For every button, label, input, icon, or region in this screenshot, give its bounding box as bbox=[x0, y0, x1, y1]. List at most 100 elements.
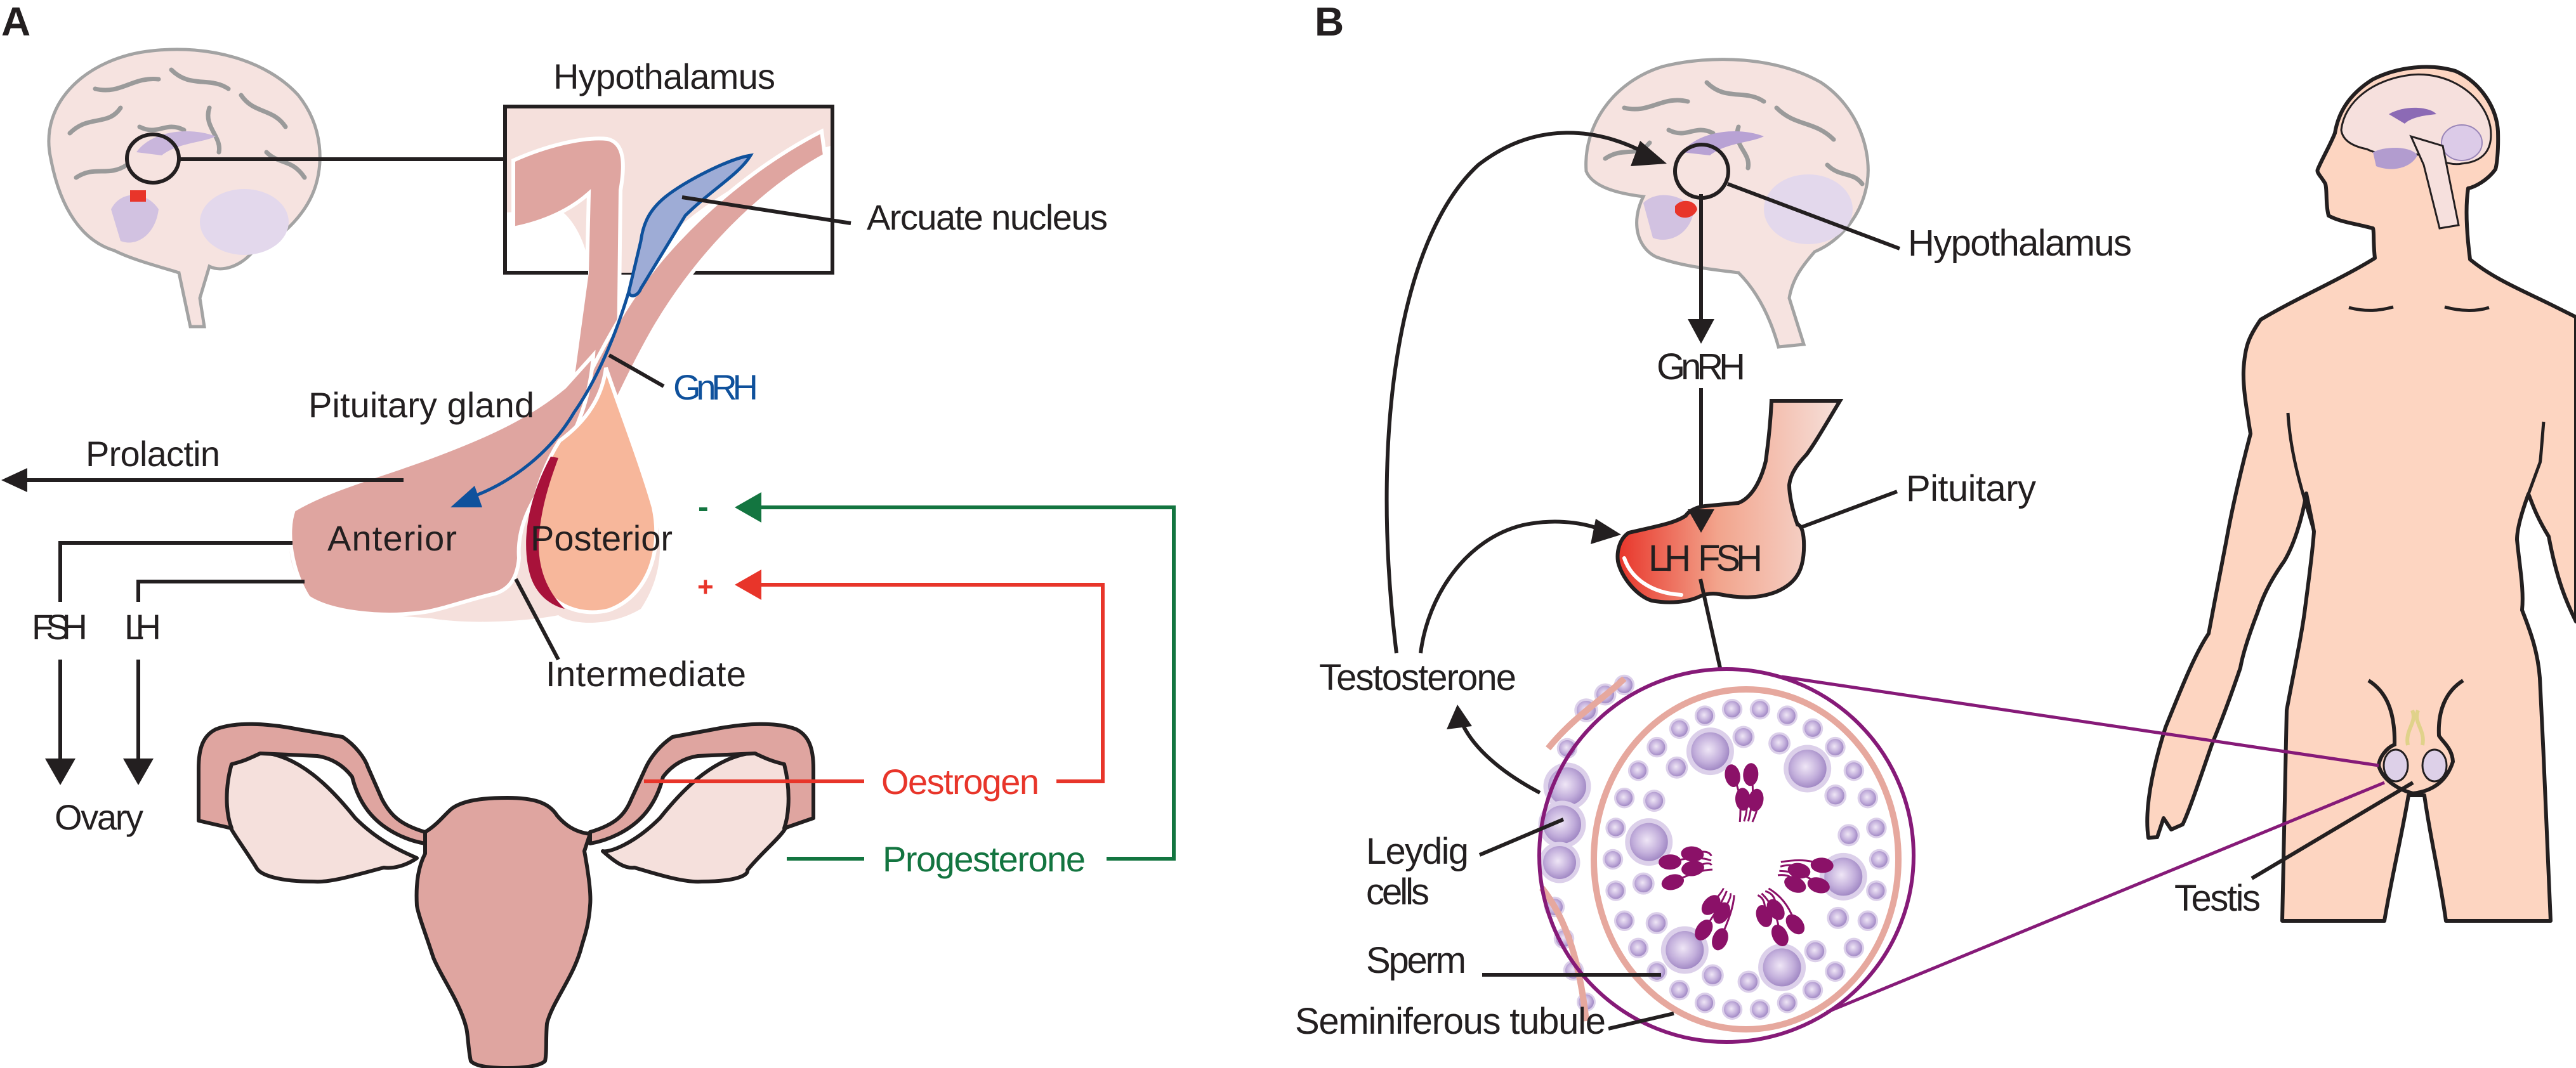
spermatogonium bbox=[1845, 939, 1862, 956]
panel-b: B Hypothalamus GnRH LH FSH Pituitary bbox=[1295, 0, 2576, 1044]
spermatogonium bbox=[1648, 963, 1666, 980]
arcuate-nucleus-shape bbox=[627, 153, 754, 297]
sperm-head bbox=[1748, 788, 1764, 812]
fsh-branch-line bbox=[58, 541, 292, 602]
lh-branch-line bbox=[136, 580, 305, 602]
sperm-cells bbox=[1659, 763, 1834, 951]
pituitary-gland-a bbox=[288, 291, 660, 623]
spermatogonium bbox=[1724, 701, 1741, 718]
sperm-head bbox=[1810, 857, 1834, 873]
male-body-icon bbox=[2145, 65, 2576, 923]
leydig-pointer bbox=[1478, 817, 1565, 857]
spermatogonium bbox=[1778, 994, 1796, 1012]
lh-fsh-label: LH FSH bbox=[1648, 538, 1763, 579]
magnify-line-top bbox=[1781, 675, 2379, 767]
spermatogonium bbox=[1605, 851, 1621, 868]
spermatid bbox=[1648, 914, 1666, 932]
spermatocyte bbox=[1691, 732, 1730, 771]
oestrogen-label: Oestrogen bbox=[881, 762, 1039, 802]
oestrogen-feedback-line bbox=[758, 583, 1105, 783]
spermatogonium bbox=[1868, 819, 1885, 837]
sperm-head bbox=[1807, 877, 1830, 894]
spermatogonium bbox=[1607, 819, 1624, 837]
spermatogonium bbox=[1671, 982, 1688, 999]
germ-cells bbox=[1602, 699, 1890, 1020]
testosterone-to-hypothalamus-line bbox=[1384, 131, 1651, 654]
leydig-label-line1: Leydig bbox=[1366, 831, 1469, 872]
tubule-outline bbox=[1537, 667, 1916, 1044]
pituitary-gland-b bbox=[1615, 399, 1844, 604]
spermatid bbox=[1704, 966, 1722, 984]
testosterone-to-pituitary-line bbox=[1419, 519, 1607, 654]
fsh-label: FSH bbox=[32, 607, 88, 647]
prolactin-arrowhead-icon bbox=[1, 468, 27, 492]
spermatogonium bbox=[1827, 963, 1844, 980]
spermatogonium bbox=[1724, 1001, 1741, 1018]
spermatid bbox=[1829, 909, 1847, 927]
pituitary-marker-b bbox=[1675, 200, 1697, 218]
spermatogonium bbox=[1804, 720, 1821, 737]
pituitary-label-b: Pituitary bbox=[1906, 468, 2036, 509]
sperm-head bbox=[1735, 788, 1751, 811]
spermatogonium bbox=[1671, 720, 1688, 737]
hypothalamus-pointer-b bbox=[1726, 182, 1901, 251]
leydig-cell bbox=[1543, 846, 1576, 879]
spermatogonium bbox=[1697, 707, 1714, 724]
leydig-cell bbox=[1543, 805, 1581, 843]
spermatogonium bbox=[1648, 739, 1666, 756]
sperm-head bbox=[1695, 920, 1713, 941]
spermatogonium bbox=[1751, 701, 1768, 718]
tubule-cross-section bbox=[1537, 667, 1916, 1044]
sperm-head bbox=[1785, 914, 1805, 935]
sperm-head bbox=[1681, 861, 1704, 876]
progesterone-feedback-line bbox=[758, 505, 1176, 861]
hypothalamus-inset bbox=[503, 105, 834, 459]
spermatid bbox=[1667, 759, 1686, 777]
arcuate-pointer bbox=[681, 195, 851, 225]
spermatogonium bbox=[1868, 882, 1885, 899]
spermatocyte bbox=[1666, 931, 1704, 970]
sperm-head bbox=[1771, 925, 1789, 947]
hypothalamus-feedback-arrowhead-icon bbox=[1631, 141, 1667, 166]
spermatogonium bbox=[1751, 1001, 1768, 1018]
panel-a: A bbox=[1, 0, 1176, 1068]
leydig-to-testosterone-line bbox=[1459, 719, 1541, 795]
panel-a-label: A bbox=[1, 0, 30, 44]
spermatogonium bbox=[1859, 912, 1876, 929]
testis-right-icon bbox=[2421, 748, 2448, 783]
oestrogen-arrowhead-icon bbox=[735, 570, 761, 600]
testis-label: Testis bbox=[2174, 878, 2261, 919]
gnrh-label: GnRH bbox=[673, 367, 758, 407]
spermatogonium bbox=[1630, 762, 1647, 779]
hypothalamus-label-b: Hypothalamus bbox=[1908, 223, 2132, 264]
sperm-head bbox=[1787, 863, 1811, 879]
panel-b-label: B bbox=[1315, 0, 1344, 44]
sperm-head bbox=[1712, 928, 1728, 951]
spermatogonium bbox=[1871, 851, 1888, 868]
spermatogonium bbox=[1616, 912, 1633, 929]
positive-feedback-sign: + bbox=[697, 571, 714, 602]
testosterone-label: Testosterone bbox=[1319, 657, 1516, 698]
leydig-label-line2: cells bbox=[1366, 871, 1429, 913]
spermatogonium bbox=[1845, 762, 1862, 779]
sperm-head bbox=[1681, 846, 1704, 862]
negative-feedback-sign: - bbox=[698, 489, 709, 524]
spermatid bbox=[1734, 728, 1752, 746]
sperm-head bbox=[1659, 854, 1682, 870]
intermediate-label: Intermediate bbox=[546, 654, 746, 694]
testis-left-icon bbox=[2382, 748, 2409, 783]
pituitary-marker bbox=[130, 190, 146, 202]
prolactin-label: Prolactin bbox=[86, 434, 220, 474]
posterior-label: Posterior bbox=[530, 518, 673, 558]
progesterone-arrowhead-icon bbox=[735, 492, 761, 523]
magnify-line-bottom bbox=[1826, 781, 2385, 1014]
anterior-label: Anterior bbox=[327, 518, 457, 558]
gnrh-arrowhead-b-icon bbox=[1688, 319, 1714, 344]
intermediate-pointer bbox=[514, 578, 560, 661]
spermatid bbox=[1634, 875, 1653, 893]
gnrh-label-b: GnRH bbox=[1657, 346, 1745, 387]
spermatid bbox=[1839, 826, 1858, 844]
sperm-head bbox=[1725, 764, 1740, 787]
spermatogonium bbox=[1804, 982, 1821, 999]
tubule-pointer bbox=[1608, 1012, 1674, 1031]
